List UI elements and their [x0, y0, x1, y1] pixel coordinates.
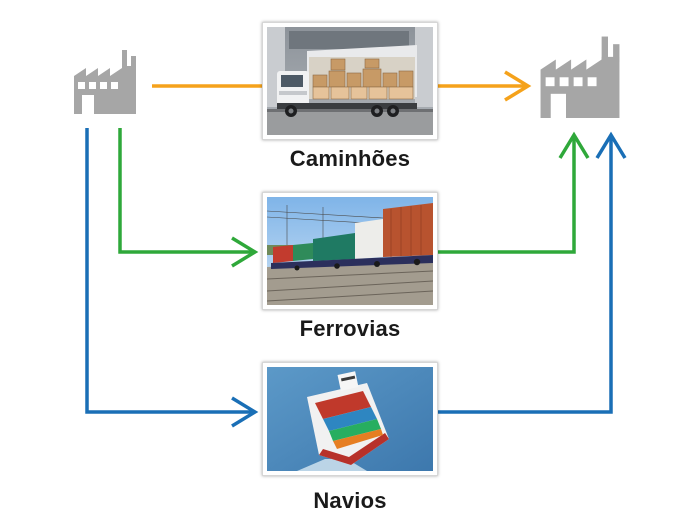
destination-factory-icon [538, 34, 622, 123]
rail-route-in [118, 128, 252, 254]
truck-label: Caminhões [289, 146, 411, 171]
freight-train-photo [262, 192, 438, 310]
rail-label: Ferrovias [299, 316, 401, 341]
rail-route-out [436, 138, 576, 254]
rail-route [118, 128, 590, 268]
ship-route-out-arrowhead [595, 131, 627, 159]
origin-factory-icon [72, 48, 138, 119]
truck-photo [262, 22, 438, 140]
rail-route-out-arrowhead [558, 131, 590, 159]
ship-route-out [436, 138, 613, 414]
rail-route-in-arrowhead [231, 236, 259, 268]
truck-route-arrowhead [504, 70, 532, 102]
container-ship-photo [262, 362, 438, 476]
truck-route [152, 70, 532, 102]
ship-route [85, 128, 627, 428]
ship-route-in-arrowhead [231, 396, 259, 428]
ship-route-in [85, 128, 252, 414]
ship-label: Navios [313, 488, 387, 513]
